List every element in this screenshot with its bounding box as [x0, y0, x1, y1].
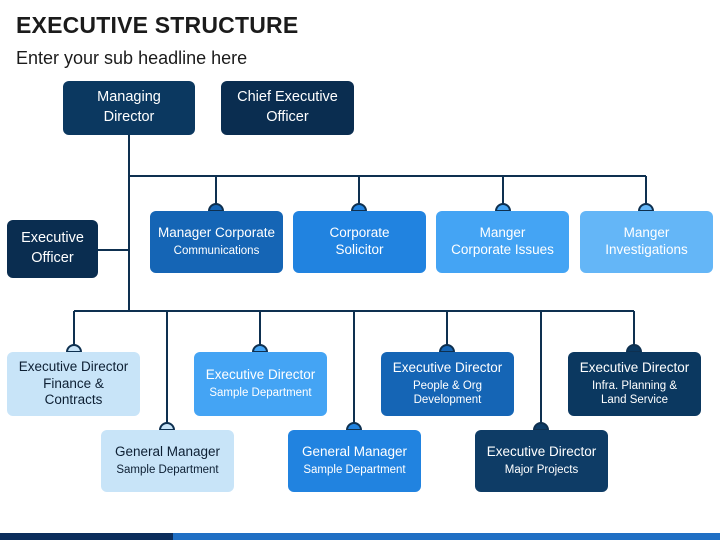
node-ed-people-line2: People & Org Development — [412, 380, 483, 407]
knob-ed-major — [532, 422, 550, 431]
node-gm-sample-1-line1: General Manager — [114, 444, 221, 460]
node-gm-sample-1-line2: Sample Department — [116, 464, 219, 477]
footer-accent-bar — [0, 533, 720, 540]
node-mgr-corp-issues-label: Manger Corporate Issues — [451, 225, 554, 257]
node-ed-infra: Executive Director Infra. Planning & Lan… — [568, 352, 701, 416]
node-managing-director-label: Managing Director — [97, 89, 161, 125]
node-gm-sample-2-line1: General Manager — [301, 444, 408, 460]
node-ed-people-line1: Executive Director — [392, 360, 503, 376]
node-corp-solicitor-label: Corporate Solicitor — [329, 225, 390, 257]
node-executive-officer-label: Executive Officer — [21, 230, 84, 266]
node-ed-infra-line1: Executive Director — [579, 360, 690, 376]
node-ed-major: Executive Director Major Projects — [475, 430, 608, 492]
node-mgr-corp-issues: Manger Corporate Issues — [436, 211, 569, 273]
knob-corp-solicitor — [350, 203, 368, 212]
node-ed-major-line2: Major Projects — [504, 464, 579, 477]
page-title: EXECUTIVE STRUCTURE — [16, 12, 299, 38]
node-ed-people: Executive Director People & Org Developm… — [381, 352, 514, 416]
knob-ed-people — [438, 344, 456, 353]
node-mgr-corp-comm: Manager Corporate Communications — [150, 211, 283, 273]
page-subtitle: Enter your sub headline here — [16, 48, 248, 68]
node-ed-finance-label: Executive Director Finance & Contracts — [18, 358, 129, 408]
knob-mgr-corp-comm — [207, 203, 225, 212]
knob-ed-infra — [625, 344, 643, 353]
node-ed-sample: Executive Director Sample Department — [194, 352, 327, 416]
node-ceo-label: Chief Executive Officer — [237, 89, 338, 125]
node-ed-major-line1: Executive Director — [486, 444, 597, 460]
node-mgr-corp-comm-line2: Communications — [173, 245, 260, 258]
node-mgr-corp-comm-line1: Manager Corporate — [157, 225, 276, 241]
knob-mgr-investigations — [637, 203, 655, 212]
node-managing-director: Managing Director — [63, 81, 195, 135]
knob-mgr-corp-issues — [494, 203, 512, 212]
node-gm-sample-2: General Manager Sample Department — [288, 430, 421, 492]
knob-gm-sample-1 — [158, 422, 176, 431]
knob-ed-finance — [65, 344, 83, 353]
node-ed-finance: Executive Director Finance & Contracts — [7, 352, 140, 416]
node-corp-solicitor: Corporate Solicitor — [293, 211, 426, 273]
node-gm-sample-2-line2: Sample Department — [303, 464, 406, 477]
node-ed-sample-line1: Executive Director — [205, 367, 316, 383]
node-gm-sample-1: General Manager Sample Department — [101, 430, 234, 492]
node-ed-sample-line2: Sample Department — [209, 387, 312, 400]
knob-ed-sample — [251, 344, 269, 353]
knob-gm-sample-2 — [345, 422, 363, 431]
node-mgr-investigations-label: Manger Investigations — [605, 225, 688, 257]
node-ceo: Chief Executive Officer — [221, 81, 354, 135]
node-mgr-investigations: Manger Investigations — [580, 211, 713, 273]
node-executive-officer: Executive Officer — [7, 220, 98, 278]
node-ed-infra-line2: Infra. Planning & Land Service — [591, 380, 678, 407]
